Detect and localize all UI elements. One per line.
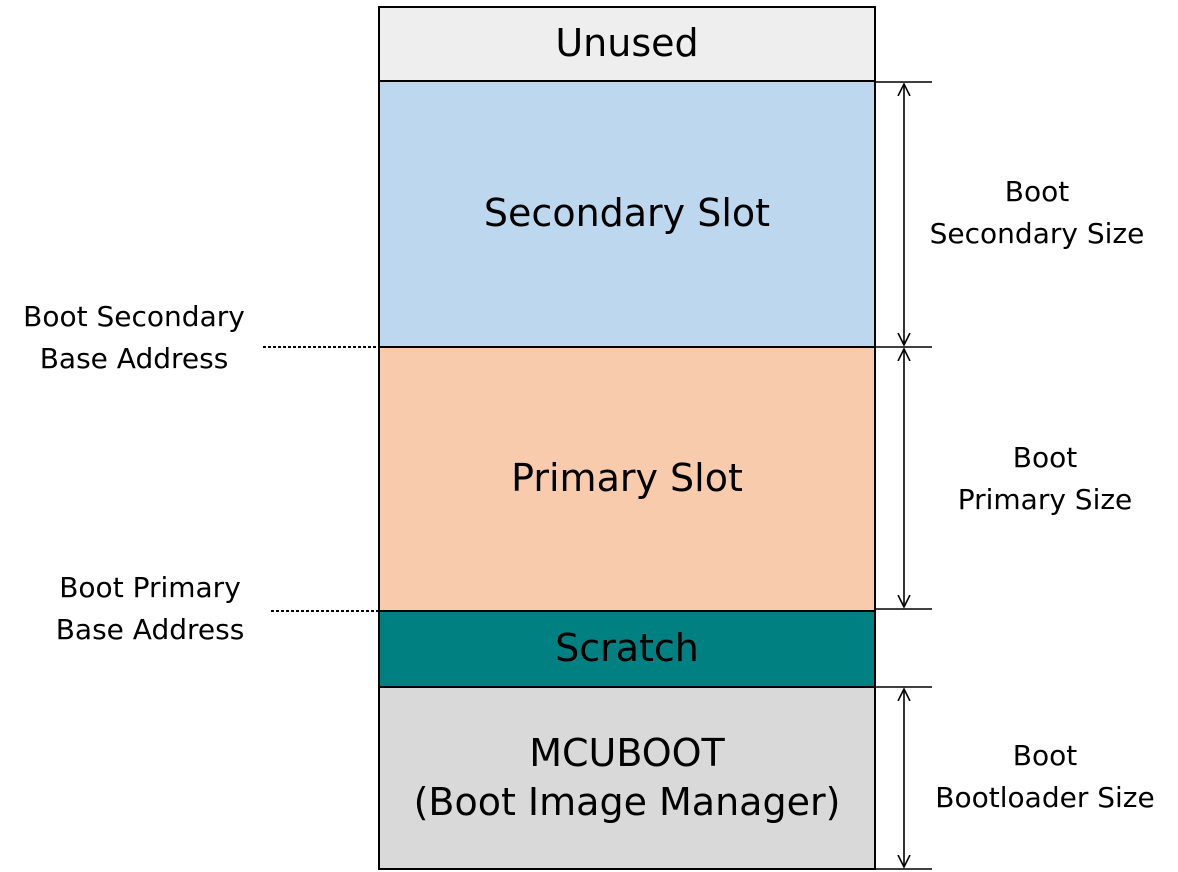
primary-size-label: Boot Primary Size: [918, 437, 1172, 521]
primary-base-address-line1: Boot Primary: [59, 571, 241, 604]
scratch-region: Scratch: [378, 610, 876, 688]
primary-size-line2: Primary Size: [957, 483, 1133, 516]
secondary-size-line2: Secondary Size: [929, 217, 1145, 250]
secondary-base-address-line1: Boot Secondary: [23, 300, 245, 333]
mcuboot-label-line2: (Boot Image Manager): [413, 780, 841, 824]
bootloader-size-line1: Boot: [1012, 739, 1078, 772]
mcuboot-region: MCUBOOT (Boot Image Manager): [378, 686, 876, 870]
secondary-base-address-label: Boot Secondary Base Address: [10, 296, 258, 380]
secondary-size-label: Boot Secondary Size: [910, 171, 1164, 255]
secondary-base-address-line2: Base Address: [39, 342, 229, 375]
unused-label: Unused: [555, 21, 699, 66]
primary-size-line1: Boot: [1012, 441, 1078, 474]
secondary-slot-label: Secondary Slot: [483, 191, 771, 236]
bootloader-size-label: Boot Bootloader Size: [918, 735, 1172, 819]
primary-base-address-line2: Base Address: [55, 613, 245, 646]
scratch-label: Scratch: [555, 626, 699, 671]
primary-slot-region: Primary Slot: [378, 346, 876, 612]
unused-region: Unused: [378, 6, 876, 82]
bootloader-size-line2: Bootloader Size: [935, 781, 1155, 814]
secondary-size-line1: Boot: [1004, 175, 1070, 208]
mcuboot-label-line1: MCUBOOT: [529, 730, 725, 775]
primary-base-address-label: Boot Primary Base Address: [26, 567, 274, 651]
primary-slot-label: Primary Slot: [511, 456, 743, 501]
